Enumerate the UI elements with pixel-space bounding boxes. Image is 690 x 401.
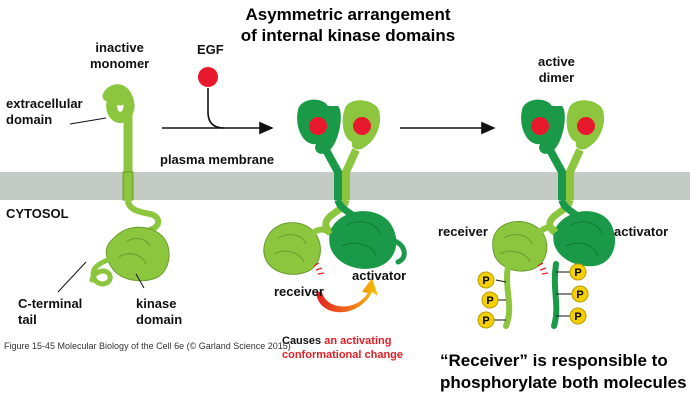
activator-label-middle: activator: [352, 268, 407, 283]
causes-highlight-1: an activating: [324, 335, 392, 347]
phosphate-label: P: [482, 275, 489, 287]
inactive-monomer: [89, 84, 170, 287]
causes-prefix: Causes: [282, 335, 322, 347]
title-line-1: Asymmetric arrangement: [245, 5, 451, 24]
activator-label-right: activator: [614, 224, 669, 239]
kinase-domain-label: kinase domain: [136, 296, 183, 327]
causes-highlight-2: conformational change: [282, 349, 404, 361]
phosphate-groups: P P P P P P: [477, 263, 589, 329]
egf-label: EGF: [197, 42, 224, 57]
cytosol-label: CYTOSOL: [6, 206, 69, 221]
active-dimer-label: active dimer: [538, 54, 575, 85]
phosphate-label: P: [486, 295, 493, 307]
inactive-monomer-label: inactive monomer: [90, 40, 150, 71]
causes-annotation: Causes an activating conformational chan…: [282, 334, 403, 362]
phosphate-label: P: [574, 267, 581, 279]
receiver-statement: “Receiver” is responsible to phosphoryla…: [440, 351, 687, 392]
middle-dimer: [263, 99, 407, 275]
figure-caption: Figure 15-45 Molecular Biology of the Ce…: [4, 341, 291, 351]
activation-swoosh-arrow: [316, 278, 378, 313]
c-terminal-tail-label: C-terminal tail: [18, 296, 83, 327]
plasma-membrane-label: plasma membrane: [160, 152, 275, 167]
phosphate-label: P: [574, 311, 581, 323]
extracellular-domain-label: extracellular domain: [6, 96, 83, 127]
title-line-2: of internal kinase domains: [240, 26, 456, 45]
phosphate-label: P: [482, 315, 489, 327]
receiver-label-right: receiver: [438, 224, 488, 239]
active-dimer: [492, 99, 616, 329]
phosphate-label: P: [576, 289, 583, 301]
egf-ligand-icon: [198, 67, 218, 87]
receiver-label-middle: receiver: [274, 284, 324, 299]
figure-title: Asymmetric arrangement of internal kinas…: [228, 4, 468, 46]
